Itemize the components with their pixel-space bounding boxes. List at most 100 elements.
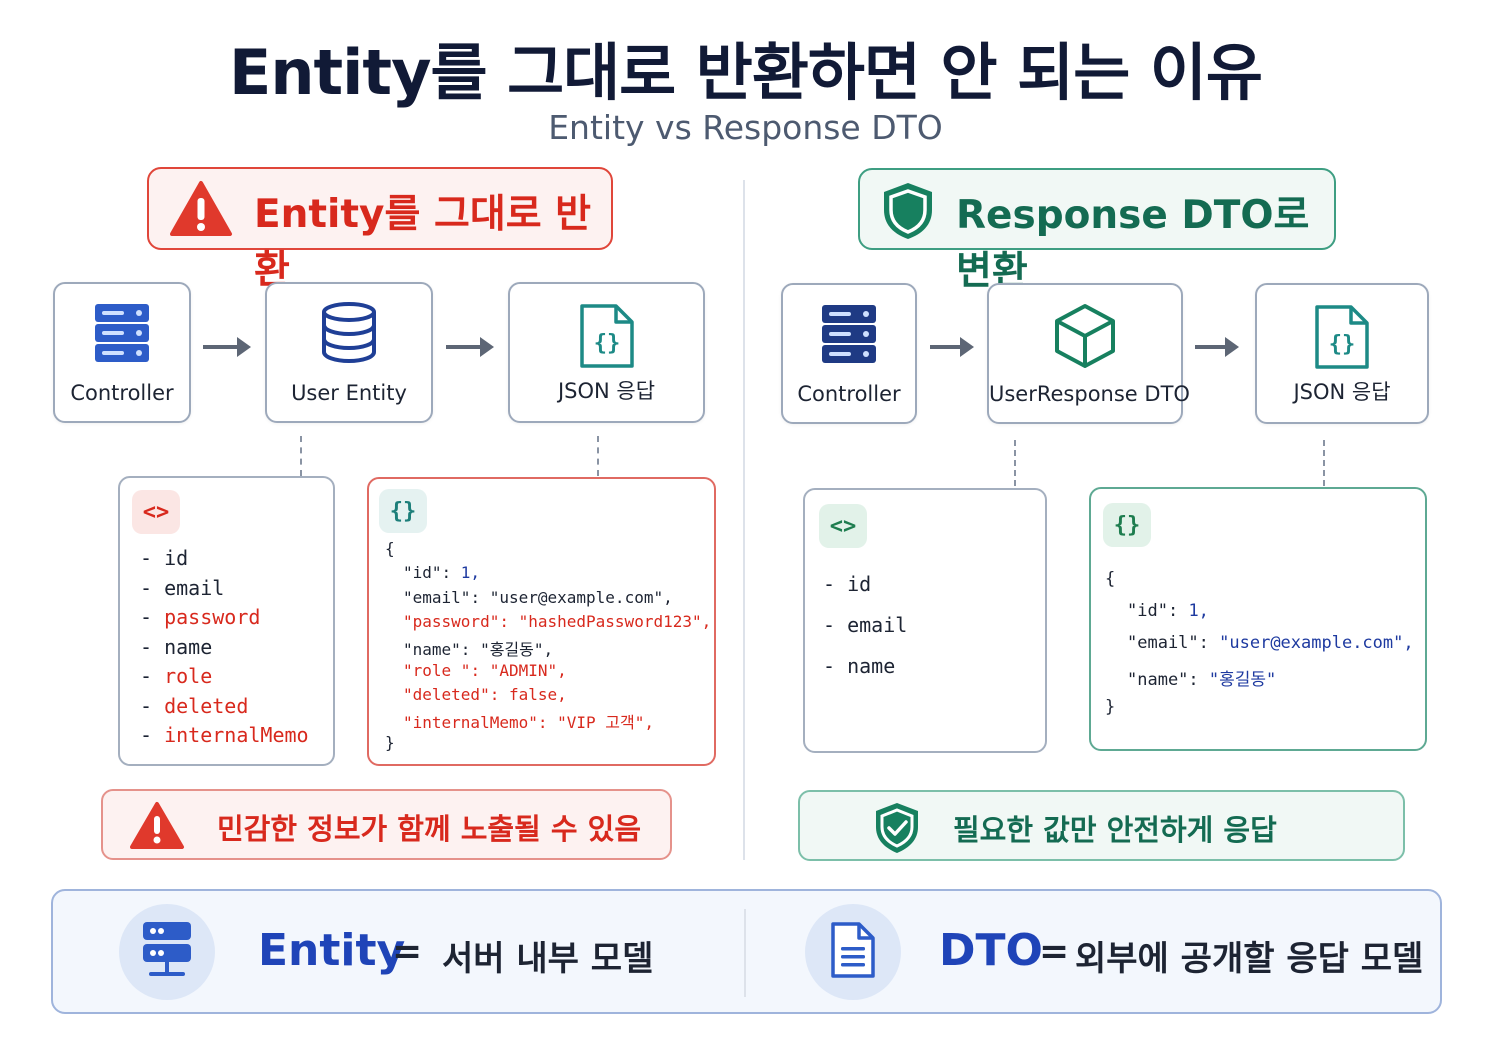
field-row: - password [140,605,260,629]
server-icon-circle [119,904,215,1000]
database-icon [320,302,378,368]
json-key: "role " [403,660,471,680]
json-colon: : [537,713,558,733]
summary-equals: = [1039,931,1070,972]
field-name: deleted [164,693,249,718]
right-banner-text: Response DTO로 변환 [956,193,1310,294]
json-colon: : [470,660,490,680]
json-colon: : [1198,633,1220,653]
json-colon: : [460,640,481,660]
field-row: - role [140,664,212,688]
field-name: id [164,546,189,570]
field-row: - name [140,635,212,659]
field-dash: - [140,575,165,600]
summary-dto-key: DTO [939,925,1043,976]
json-line: { [1105,569,1116,589]
json-value: "VIP 고객", [557,713,654,733]
field-row: - internalMemo [140,723,309,747]
field-name: password [164,605,261,629]
flow-arrow [446,337,494,357]
node-json-left: {} JSON 응답 [508,282,705,423]
json-file-icon: {} [578,302,636,374]
entity-json-card: {} {"id": 1,"email": "user@example.com",… [367,477,716,766]
json-line: "email": "user@example.com", [1127,633,1414,653]
json-key: "name" [403,640,461,660]
json-line: "id": 1, [403,563,480,582]
server-icon [93,302,151,368]
summary-dto-desc: 외부에 공개할 응답 모델 [1075,939,1424,979]
json-file-icon: {} [1313,303,1371,375]
flow-arrow [1195,337,1239,357]
json-line: "deleted": false, [403,685,567,704]
json-key: "name" [1127,670,1189,690]
left-note-text: 민감한 정보가 함께 노출될 수 있음 [217,812,642,846]
field-row: - id [823,572,871,596]
page-title: Entity를 그대로 반환하면 안 되는 이유 [229,36,1263,109]
node-label: User Entity [291,381,407,405]
json-value: "ADMIN", [489,660,567,680]
node-label: Controller [797,382,901,406]
connector-dots [1323,440,1325,486]
json-colon: : [489,684,509,704]
field-name: role [164,664,213,688]
node-label: JSON 응답 [1293,380,1391,404]
connector-dots [597,436,599,476]
summary-panel: Entity = 서버 내부 모델 DTO = 외부에 공개할 응답 모델 [51,889,1442,1014]
node-label: JSON 응답 [557,379,656,403]
code-icon: <> [132,490,180,534]
svg-text:{}: {} [593,331,620,356]
node-label: UserResponse DTO [989,382,1190,406]
left-banner: Entity를 그대로 반환 [147,167,613,293]
json-key: "deleted" [403,684,490,704]
json-badge-icon: {} [1103,503,1151,547]
json-key: "password" [403,611,500,631]
json-line: "id": 1, [1127,601,1209,621]
json-value: "hashedPassword123", [518,611,712,631]
connector-dots [300,436,302,476]
dto-json-card: {} { "id": 1, "email": "user@example.com",… [1089,487,1427,751]
field-row: - id [140,546,188,570]
page-subtitle: Entity vs Response DTO [548,108,943,147]
json-line: "email": "user@example.com", [403,588,673,607]
json-colon: : [441,563,461,583]
node-json-right: {} JSON 응답 [1255,283,1429,424]
summary-equals: = [392,931,423,972]
node-controller-right: Controller [781,283,917,424]
field-dash: - [140,723,165,747]
left-banner-text: Entity를 그대로 반환 [254,192,592,293]
json-line: "name": "홍길동", [403,636,553,660]
field-dash: - [823,613,848,637]
left-warning-note: 민감한 정보가 함께 노출될 수 있음 [101,789,672,860]
summary-divider [744,909,746,997]
shield-check-icon [872,800,922,860]
flow-arrow [930,337,974,357]
json-colon: : [499,611,519,631]
json-line: "role ": "ADMIN", [403,661,567,680]
warning-icon [169,179,233,243]
json-value: 1, [1188,601,1209,621]
field-row: - deleted [140,694,248,718]
json-key: "id" [1127,601,1168,621]
field-row: - email [140,576,224,600]
field-dash: - [823,654,848,678]
json-value: "홍길동" [1208,670,1277,690]
server-icon [820,303,878,369]
field-name: id [847,572,872,596]
document-icon-circle [805,904,901,1000]
summary-entity-desc: 서버 내부 모델 [442,939,654,979]
shield-icon [880,180,936,246]
field-dash: - [140,634,165,659]
field-dash: - [140,664,165,688]
json-line: "name": "홍길동" [1127,665,1276,690]
json-line: { [385,539,395,558]
field-name: internalMemo [164,723,309,747]
connector-dots [1014,440,1016,486]
json-value: "user@example.com", [489,587,673,607]
json-line: "password": "hashedPassword123", [403,612,711,631]
code-icon: <> [819,504,867,548]
json-value: 1, [460,563,481,583]
json-key: "id" [403,563,442,583]
json-colon: : [1188,670,1209,690]
json-value: "홍길동", [480,640,554,660]
summary-entity-key: Entity [258,925,406,976]
